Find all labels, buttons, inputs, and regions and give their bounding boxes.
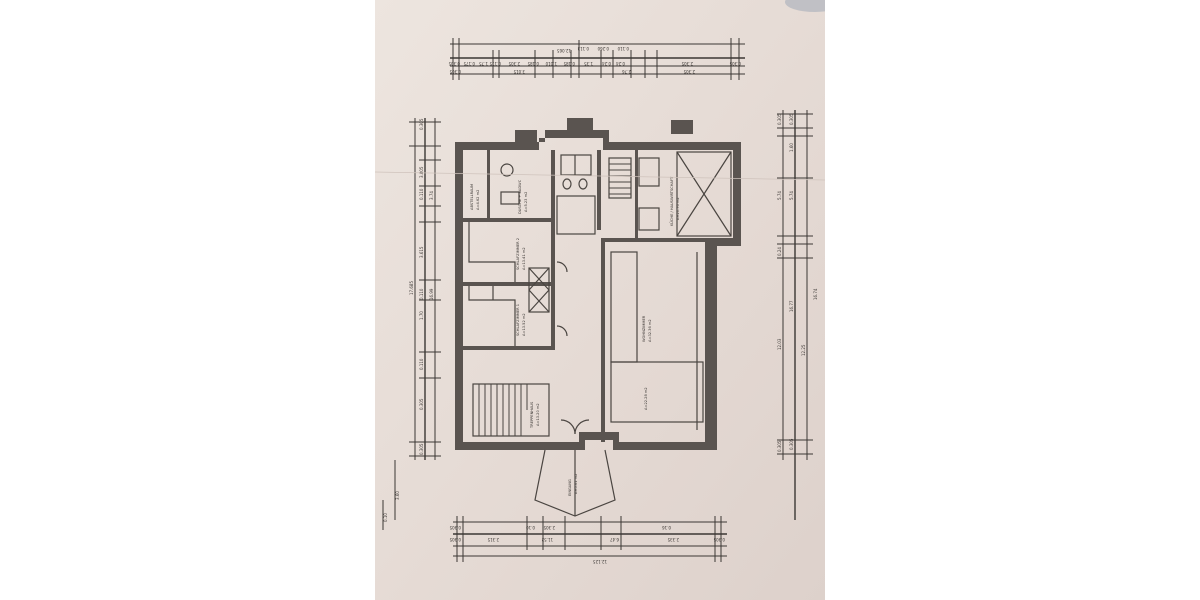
room-wohnzimmer-area: A=32.36 m2 xyxy=(648,319,652,342)
dim-right-r3-0: 12.25 xyxy=(801,344,806,356)
dim-top-r3-2: 2.76 xyxy=(622,69,631,74)
dim-bottom-r2-5: 0.305 xyxy=(713,537,725,542)
dim-top-r2-8: 1.35 xyxy=(584,61,593,66)
bottom-dimensions: 0.305 0.10 2.305 0.16 0.305 2.315 11.52 … xyxy=(382,460,727,564)
dim-bottom-r2-3: 6.47 xyxy=(610,537,619,542)
dim-top-r2-9: 0.24 xyxy=(602,61,611,66)
dim-right-r2-1: 1.60 xyxy=(789,143,794,152)
room-kueche-area: A=20.76 m2 xyxy=(676,197,680,220)
room-zimmer1-area: A=13.52 m2 xyxy=(522,313,526,336)
dim-right-r1-2: 0.24 xyxy=(777,247,782,256)
dim-bottom-left-0: 3.60 xyxy=(395,491,400,500)
dim-top-r2-7: 0.185 xyxy=(563,61,575,66)
dim-top-r2-2: 1.75 xyxy=(479,61,488,66)
dim-top-r3-0: 0.305 xyxy=(449,69,461,74)
room-eingang-area: A=5.61 m2 xyxy=(574,474,578,494)
dim-top-overall: 12.065 xyxy=(557,48,571,53)
outer-walls xyxy=(455,118,741,450)
room-eingang-name: EINGANG xyxy=(568,479,572,496)
room-duschbad-name: DUSCHE + BADWC xyxy=(518,179,522,214)
dim-top-r2-10: 0.24 xyxy=(616,61,625,66)
room-details xyxy=(468,151,732,517)
floor-plan-drawing: 12.065 0.113 0.260 0.110 0.305 0.175 1.7… xyxy=(375,0,825,600)
dim-top-r2-1: 0.175 xyxy=(463,61,475,66)
dim-top-r2-12: 0.305 xyxy=(729,61,741,66)
dim-left-3: 1.70 xyxy=(419,311,424,320)
room-zimmer2-area: A=13.41 m2 xyxy=(522,247,526,270)
dim-top-r1-2: 0.110 xyxy=(617,46,629,51)
dim-right-r2-0: 0.305 xyxy=(789,113,794,125)
dim-top-r1-0: 0.113 xyxy=(577,46,589,51)
dim-top-r3-3: 2.305 xyxy=(683,69,695,74)
dim-right-r3-1: 16.74 xyxy=(813,288,818,300)
room-zimmer2-name: SCHLAFZIMMER 2 xyxy=(516,238,520,270)
dim-right-r1-3: 12.03 xyxy=(777,338,782,350)
dim-top-r1-1: 0.260 xyxy=(597,46,609,51)
dim-bottom-r2-2: 11.52 xyxy=(541,537,553,542)
dim-right-r2-4: 0.305 xyxy=(789,438,794,450)
dim-bottom-r2-1: 2.315 xyxy=(487,537,499,542)
dim-bottom-left-1: 0.10 xyxy=(383,513,388,522)
dim-right-r1-1: 5.74 xyxy=(777,191,782,200)
top-dimensions: 12.065 0.113 0.260 0.110 0.305 0.175 1.7… xyxy=(448,38,745,80)
paper-background xyxy=(375,0,825,600)
dim-top-r2-5: 0.185 xyxy=(527,61,539,66)
dim-left-1: 3.805 xyxy=(419,166,424,178)
dim-left-7: 3.74 xyxy=(429,191,434,200)
dim-bottom-r1-1: 0.10 xyxy=(526,525,535,530)
dim-bottom-r1-0: 0.305 xyxy=(449,525,461,530)
dim-top-r2-3: 0.175 xyxy=(489,61,501,66)
room-kueche-name: KÜCHE / HAUSWIRTSCHAFT xyxy=(669,176,674,226)
room-labels: ABSTELLRAUM A=4.62 m2 DUSCHE + BADWC A=5… xyxy=(470,176,680,496)
dim-right-r1-4: 0.305 xyxy=(777,440,782,452)
dim-bottom-r2-0: 0.305 xyxy=(449,537,461,542)
dim-right-r2-3: 16.77 xyxy=(789,300,794,312)
dim-bottom-r1-3: 0.16 xyxy=(662,525,671,530)
room-duschbad-area: A=5.23 m2 xyxy=(524,192,528,212)
dim-left-6: 3.615 xyxy=(419,246,424,258)
floor-plan-paper: 12.065 0.113 0.260 0.110 0.305 0.175 1.7… xyxy=(375,0,825,600)
dim-right-r1-0: 0.305 xyxy=(777,113,782,125)
paper-fold-line xyxy=(375,171,825,181)
dim-bottom-r2-4: 2.335 xyxy=(667,537,679,542)
room-treppe-area: A=13.20 m2 xyxy=(536,403,540,426)
right-dimensions: 0.305 5.74 0.24 12.03 0.305 0.305 1.60 5… xyxy=(777,110,818,520)
room-wohnzimmer-name: WOHNZIMMER xyxy=(642,315,646,342)
dim-left-overall: 17.685 xyxy=(409,281,414,295)
shadow-corner xyxy=(785,0,825,12)
dim-left-4: 0.110 xyxy=(419,288,424,300)
room-wohnen2-area: A=22.28 m2 xyxy=(644,387,648,410)
left-dimensions: 17.685 0.305 3.805 0.110 1.70 0.110 0.30… xyxy=(409,118,441,460)
dim-left-8: 0.110 xyxy=(419,358,424,370)
dim-left-0: 0.305 xyxy=(419,118,424,130)
room-treppe-name: TREPPENHAUS xyxy=(530,401,534,429)
dim-top-r2-6: 1.010 xyxy=(545,61,557,66)
room-abstell-name: ABSTELLRAUM xyxy=(470,184,474,210)
dim-left-r2-0: 16.99 xyxy=(429,288,434,300)
dim-left-2: 0.110 xyxy=(419,188,424,200)
dim-left-9: 0.305 xyxy=(419,398,424,410)
dim-top-r3-1: 3.015 xyxy=(513,69,525,74)
dim-right-r2-2: 5.74 xyxy=(789,191,794,200)
room-zimmer1-name: SCHLAFZIMMER 1 xyxy=(516,304,520,336)
dim-top-r2-4: 2.305 xyxy=(508,61,520,66)
dim-left-5: 0.305 xyxy=(419,443,424,455)
dim-bottom-overall: 12.125 xyxy=(593,559,607,564)
dim-top-r2-11: 2.305 xyxy=(681,61,693,66)
dim-bottom-r1-2: 2.305 xyxy=(543,525,555,530)
room-abstell-area: A=4.62 m2 xyxy=(476,190,480,210)
dim-top-r2-0: 0.305 xyxy=(448,61,460,66)
